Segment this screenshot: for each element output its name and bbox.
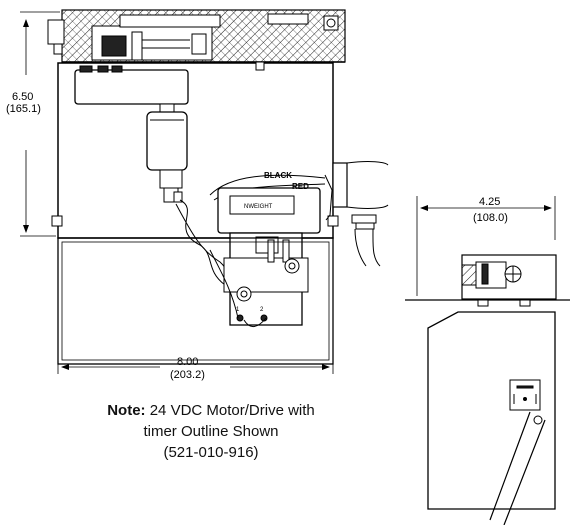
- width-dim-mm: (203.2): [170, 369, 205, 381]
- side-view: [405, 196, 570, 525]
- drawing-note: Note: 24 VDC Motor/Drive with timer Outl…: [66, 400, 356, 463]
- note-line-2: timer Outline Shown: [143, 423, 279, 440]
- cable-gland: [332, 161, 389, 267]
- height-dim-value: 6.50: [12, 91, 33, 103]
- wire-label-black: BLACK: [264, 171, 292, 180]
- note-line-1: Note: 24 VDC Motor/Drive with: [66, 400, 356, 421]
- note-text-1: 24 VDC Motor/Drive with: [145, 402, 315, 419]
- side-width-dim-value: 4.25: [479, 196, 500, 208]
- width-dim-value: 8.00: [177, 356, 198, 368]
- height-dim-mm: (165.1): [6, 103, 41, 115]
- height-dimension: [20, 11, 60, 237]
- terminal-2-label: 2: [260, 307, 264, 313]
- motor-housing: [51, 61, 339, 365]
- top-mounting-block: [47, 9, 346, 63]
- note-label: Note:: [107, 402, 146, 419]
- width-dimension: [57, 360, 334, 374]
- side-top-block: [461, 254, 557, 300]
- terminal-1-label: 1: [236, 307, 240, 313]
- wire-label-red: RED: [292, 182, 309, 191]
- front-view: [20, 9, 389, 374]
- timer-label: NWEIGHT: [244, 204, 273, 210]
- side-width-dimension: [416, 196, 556, 296]
- note-line-3: (521-010-916): [163, 444, 259, 461]
- side-body: [427, 311, 556, 525]
- side-width-dim-mm: (108.0): [473, 212, 508, 224]
